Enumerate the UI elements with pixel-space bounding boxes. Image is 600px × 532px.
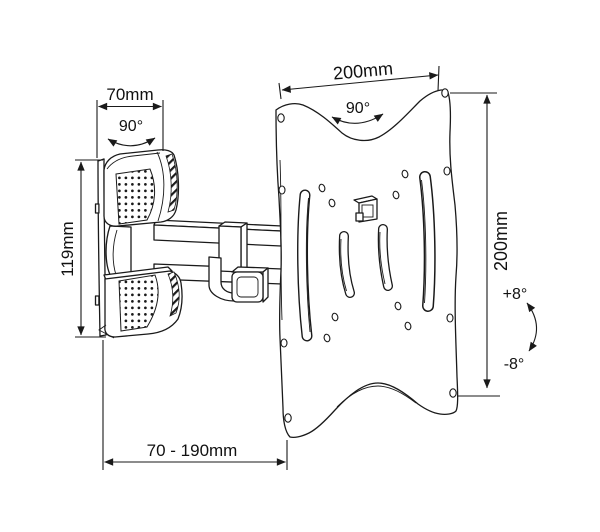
- tilt-up-label: +8°: [503, 286, 528, 303]
- cable-clip: [208, 256, 269, 303]
- vesa-slot-mid-right: [377, 224, 393, 291]
- screw-holes: [277, 88, 457, 423]
- arm-swivel-label: 90°: [119, 118, 143, 135]
- wall-bracket-drawing: [94, 149, 283, 339]
- arm-width-label: 70mm: [106, 85, 153, 104]
- tilt-down-label: -8°: [504, 356, 525, 373]
- hatched-edge: [167, 271, 180, 317]
- dimension-extension-range: 70 - 190mm: [102, 340, 288, 470]
- annotation-arm-swivel: 90°: [107, 118, 156, 147]
- vesa-slot-mid-left: [338, 231, 355, 298]
- plate-swivel-label: 90°: [346, 100, 370, 117]
- dimension-arm-width: 70mm: [96, 85, 164, 158]
- perforated-face: [115, 168, 155, 225]
- perforated-face: [118, 274, 159, 332]
- dimension-plate-height: 200mm: [450, 92, 511, 397]
- vesa-plate-drawing: [275, 88, 459, 439]
- vesa-slot-left: [297, 189, 313, 342]
- lower-swivel-joint: [98, 266, 183, 339]
- annotation-plate-swivel: 90°: [331, 100, 384, 125]
- vesa-slot-right: [419, 171, 436, 312]
- pivot-panel: [105, 225, 132, 279]
- upper-swivel-joint: [103, 149, 180, 227]
- hatched-edge: [165, 153, 178, 213]
- plate-outline: [275, 89, 459, 439]
- annotation-tilt-range: +8° -8°: [503, 286, 538, 373]
- arm-joint-block: [218, 221, 248, 273]
- plate-height-label: 200mm: [491, 211, 511, 271]
- center-hook-bracket: [353, 195, 378, 223]
- extension-range-label: 70 - 190mm: [147, 441, 238, 460]
- wall-plate-height-label: 119mm: [58, 221, 77, 276]
- dimension-plate-width: 200mm: [278, 58, 440, 100]
- dimension-wall-plate-height: 119mm: [58, 159, 106, 338]
